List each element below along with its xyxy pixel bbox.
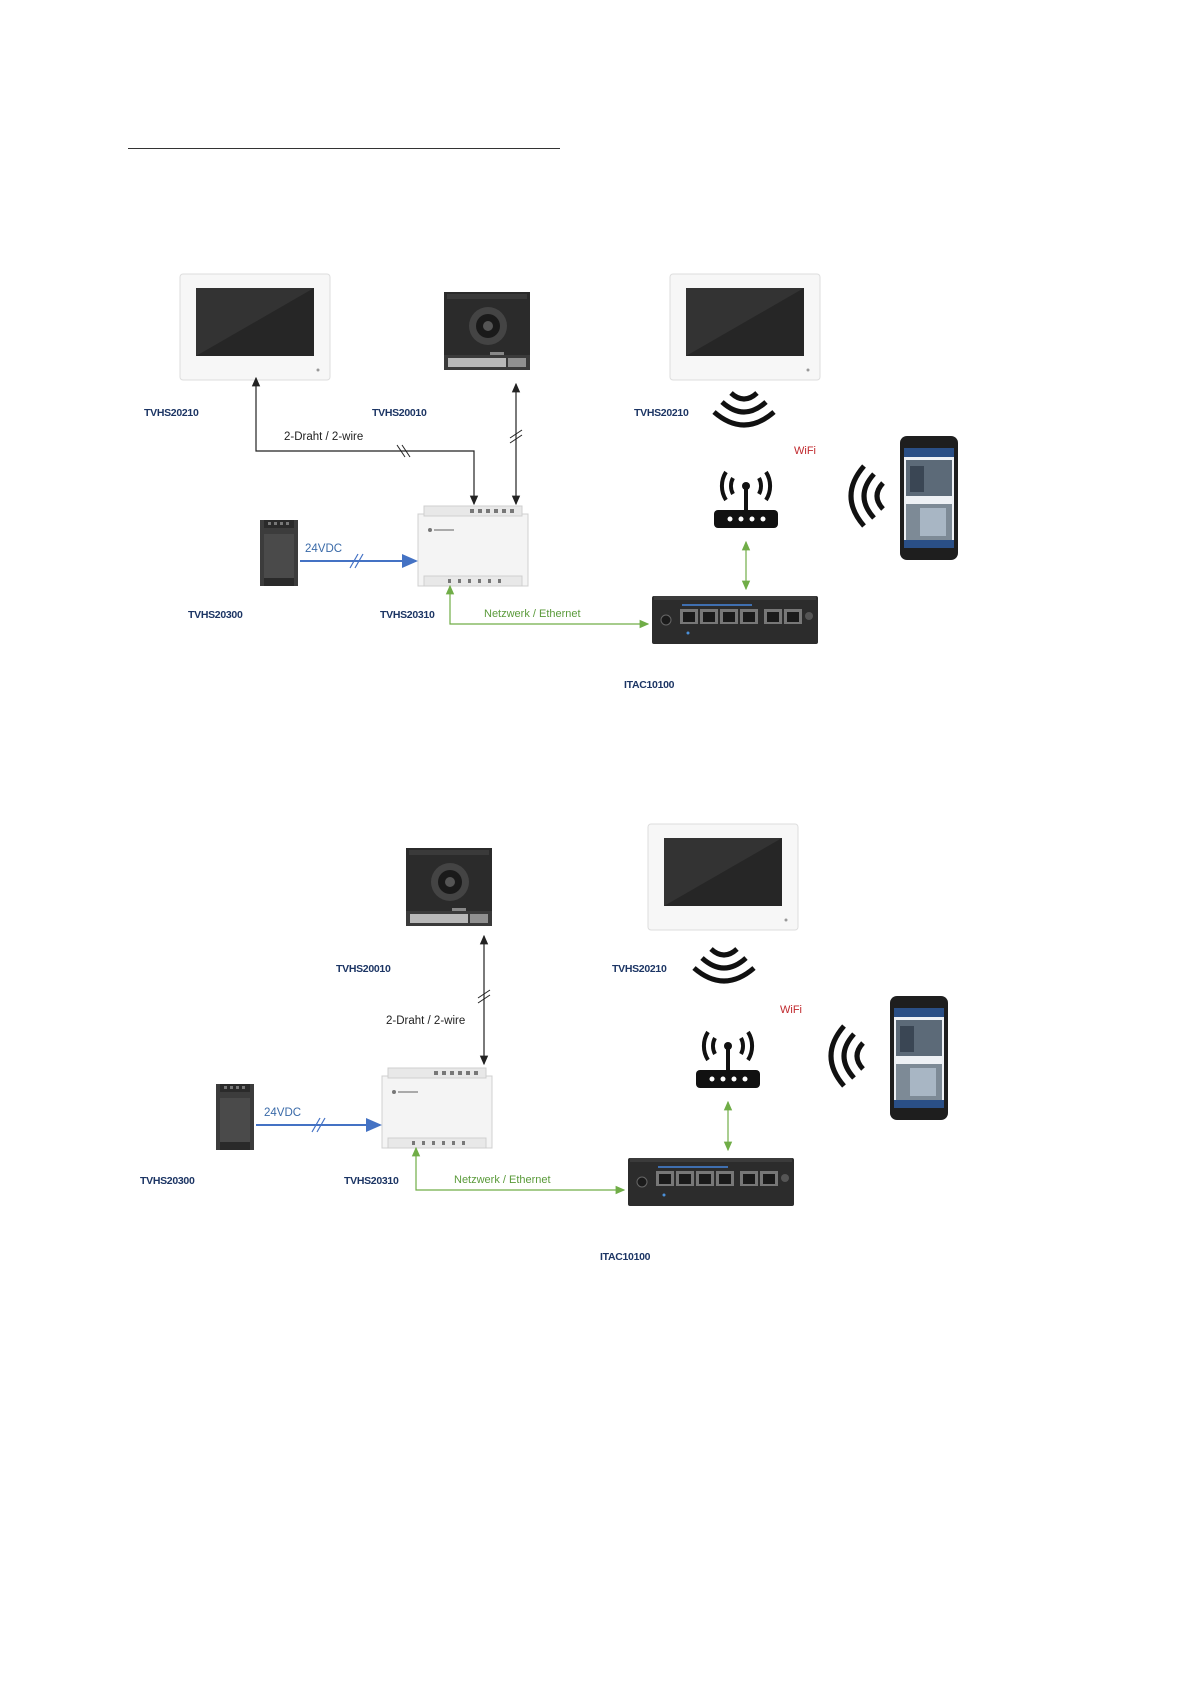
smartphone-icon <box>890 996 948 1120</box>
controller-icon <box>382 1068 492 1148</box>
ethernet-label: Netzwerk / Ethernet <box>484 608 581 620</box>
router-icon <box>714 472 778 528</box>
controller-label: TVHS20310 <box>380 609 435 621</box>
monitor-icon <box>180 274 330 380</box>
monitor-left-label: TVHS20210 <box>144 407 199 419</box>
monitor-icon <box>670 274 820 380</box>
router-icon <box>696 1032 760 1088</box>
wifi-waves-icon <box>851 466 883 526</box>
switch-label: ITAC10100 <box>624 679 675 691</box>
controller-icon <box>418 506 528 586</box>
wifi-waves-icon <box>831 1026 863 1086</box>
voltage-label: 24VDC <box>305 543 342 555</box>
monitor-label: TVHS20210 <box>612 963 667 975</box>
two-wire-label: 2-Draht / 2-wire <box>386 1015 465 1027</box>
wifi-label: WiFi <box>780 1004 802 1016</box>
voltage-label: 24VDC <box>264 1107 301 1119</box>
power-supply-icon <box>260 520 298 586</box>
power-supply-label: TVHS20300 <box>188 609 243 621</box>
wifi-waves-icon <box>694 949 754 981</box>
wifi-label: WiFi <box>794 445 816 457</box>
door-station-icon <box>406 848 492 926</box>
wifi-waves-icon <box>714 393 774 425</box>
controller-label: TVHS20310 <box>344 1175 399 1187</box>
network-switch-icon <box>652 596 818 644</box>
power-supply-label: TVHS20300 <box>140 1175 195 1187</box>
monitor-icon <box>648 824 798 930</box>
diagram-2: TVHS20010 TVHS20210 TVHS20300 TVHS20310 … <box>140 824 948 1263</box>
two-wire-label: 2-Draht / 2-wire <box>284 431 363 443</box>
monitor-right-label: TVHS20210 <box>634 407 689 419</box>
network-switch-icon <box>628 1158 794 1206</box>
ethernet-label: Netzwerk / Ethernet <box>454 1174 551 1186</box>
switch-label: ITAC10100 <box>600 1251 651 1263</box>
door-station-label: TVHS20010 <box>372 407 427 419</box>
smartphone-icon <box>900 436 958 560</box>
door-station-icon <box>444 292 530 370</box>
power-supply-icon <box>216 1084 254 1150</box>
diagram-1: TVHS20210 TVHS20010 TVHS20210 TVHS20300 … <box>144 274 958 691</box>
door-station-label: TVHS20010 <box>336 963 391 975</box>
